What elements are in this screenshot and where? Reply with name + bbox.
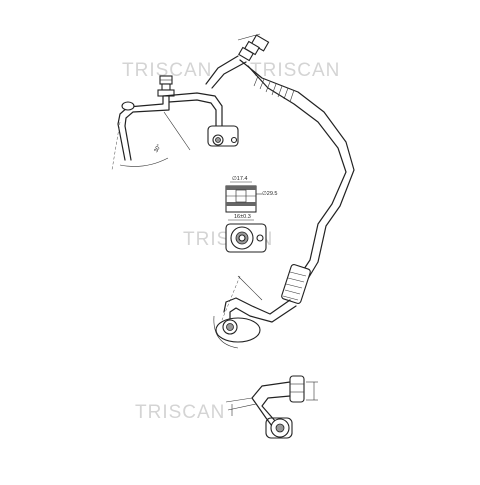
angle-label: 30° <box>153 144 162 154</box>
watermark-bottom: TRISCAN <box>135 402 225 423</box>
watermark-top-left: TRISCAN <box>122 60 212 81</box>
upper-left-pipe: 30° <box>111 75 239 171</box>
corrugated-sleeve-upper <box>253 75 295 103</box>
corrugated-sleeve-lower <box>281 264 311 304</box>
bore-label: ∅17.4 <box>232 175 248 182</box>
outer-label: ∅29.5 <box>262 190 278 197</box>
watermark-top-right: TRISCAN <box>250 60 340 81</box>
bottom-pipe <box>225 375 318 439</box>
width-label: 16±0.3 <box>234 214 251 220</box>
main-hose <box>205 33 355 349</box>
section-detail: ∅17.4 ∅29.5 16±0.3 <box>225 175 278 253</box>
